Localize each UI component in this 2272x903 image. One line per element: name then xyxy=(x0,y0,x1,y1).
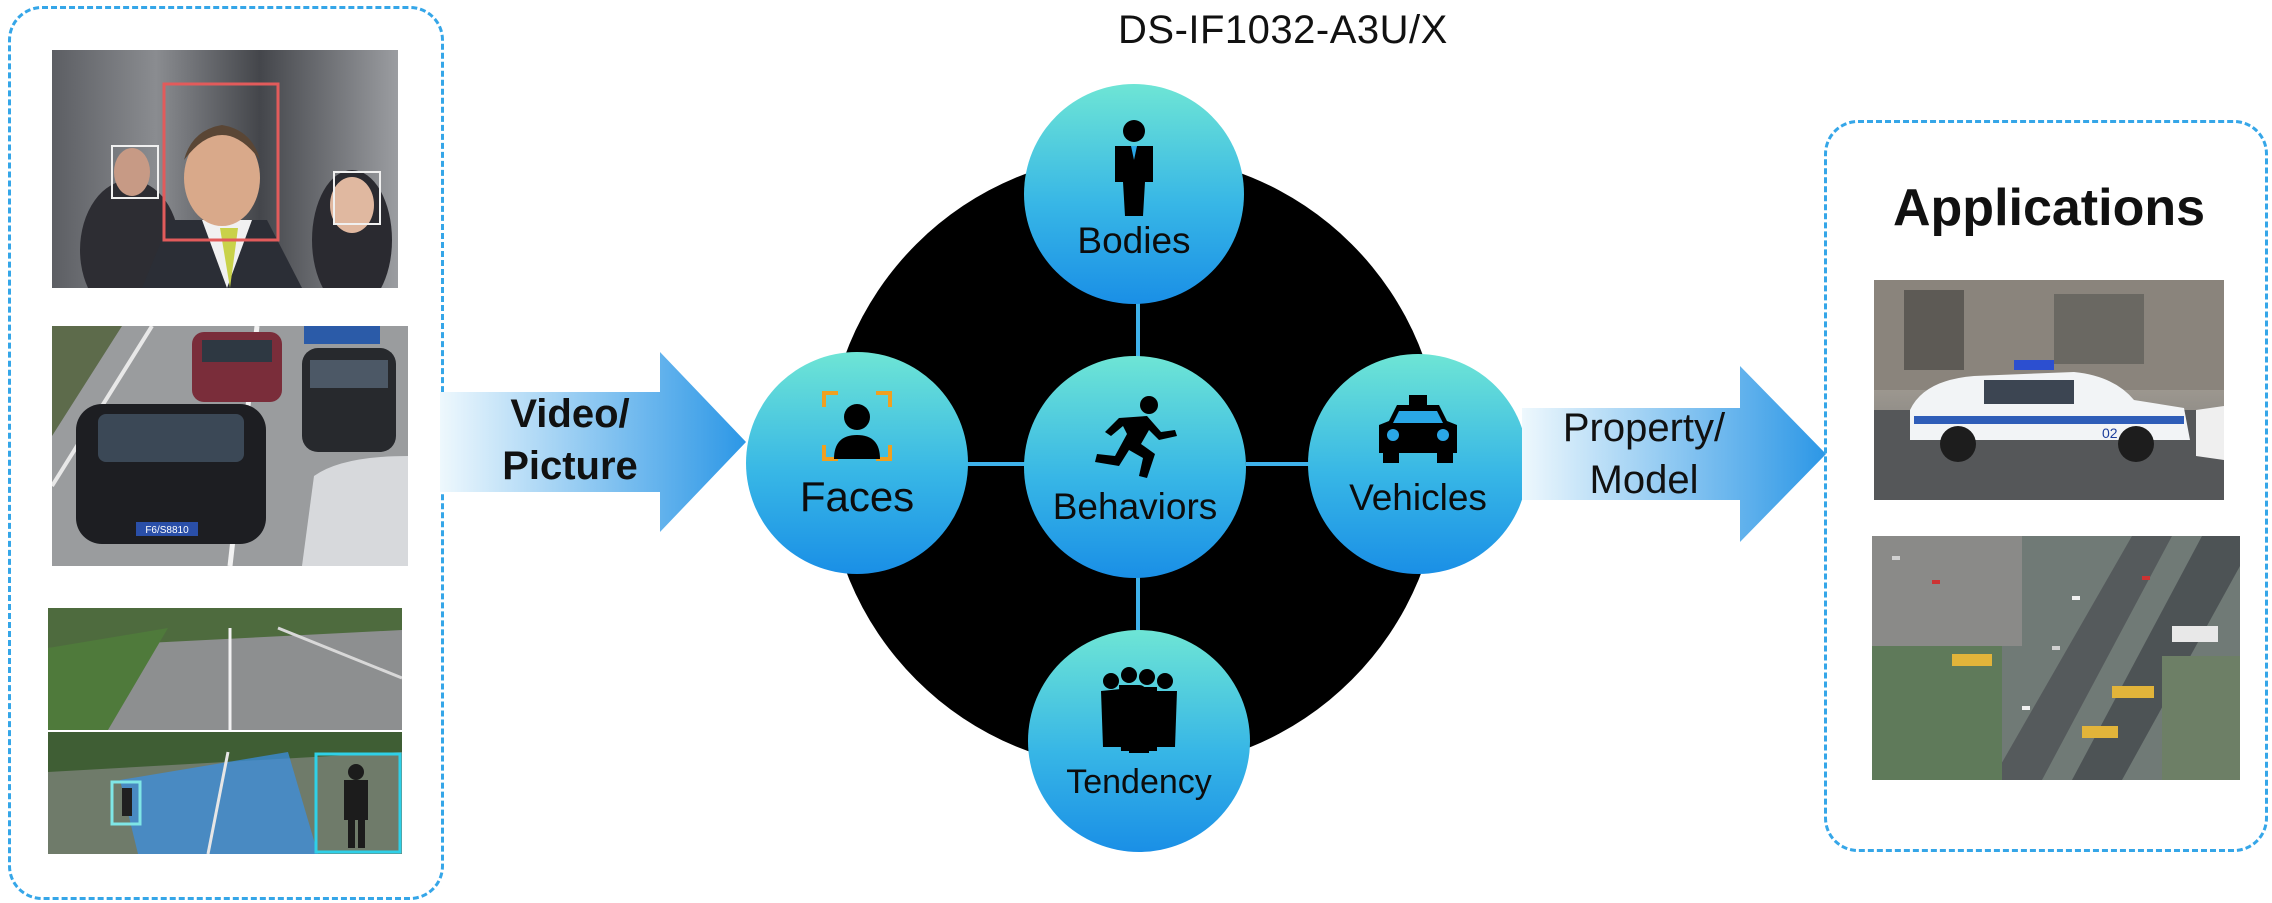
face-detection-photo xyxy=(52,50,398,288)
tendency-node: Tendency xyxy=(1028,630,1250,852)
running-person-icon xyxy=(1089,396,1181,478)
output-arrow-label-line1: Property/ xyxy=(1562,406,1726,450)
diagram-title: DS-IF1032-A3U/X xyxy=(1118,8,1448,52)
applications-panel xyxy=(1824,120,2268,852)
behaviors-label: Behaviors xyxy=(1052,486,1218,527)
input-arrow-label-line2: Picture xyxy=(502,444,638,488)
face-recognition-icon xyxy=(822,391,892,461)
output-arrow-label: Property/ Model xyxy=(1534,402,1754,506)
input-arrow-label: Video/ Picture xyxy=(470,388,670,492)
person-tracking-photo xyxy=(48,732,402,854)
police-car-photo: 02 xyxy=(1874,280,2224,500)
tendency-label: Tendency xyxy=(1066,762,1212,801)
crowd-icon xyxy=(1097,666,1181,753)
car-icon xyxy=(1375,395,1461,465)
applications-title: Applications xyxy=(1892,179,2206,237)
road-scene-photo xyxy=(48,608,402,730)
person-icon xyxy=(1109,120,1159,216)
input-arrow-label-line1: Video/ xyxy=(510,392,630,436)
bodies-label: Bodies xyxy=(1077,220,1191,261)
faces-node: Faces xyxy=(746,352,968,574)
police-car-number: 02 xyxy=(2102,425,2118,441)
output-arrow-label-line2: Model xyxy=(1589,458,1699,502)
bodies-node: Bodies xyxy=(1024,84,1244,304)
city-traffic-photo xyxy=(1872,536,2240,780)
behaviors-node: Behaviors xyxy=(1024,356,1246,578)
vehicles-label: Vehicles xyxy=(1349,477,1487,518)
vehicles-node: Vehicles xyxy=(1308,354,1528,574)
output-arrow xyxy=(1522,366,1826,542)
traffic-vehicles-photo: F6/S8810 xyxy=(52,326,408,566)
input-arrow xyxy=(440,352,746,532)
faces-label: Faces xyxy=(799,473,915,520)
license-plate-text: F6/S8810 xyxy=(145,525,189,536)
